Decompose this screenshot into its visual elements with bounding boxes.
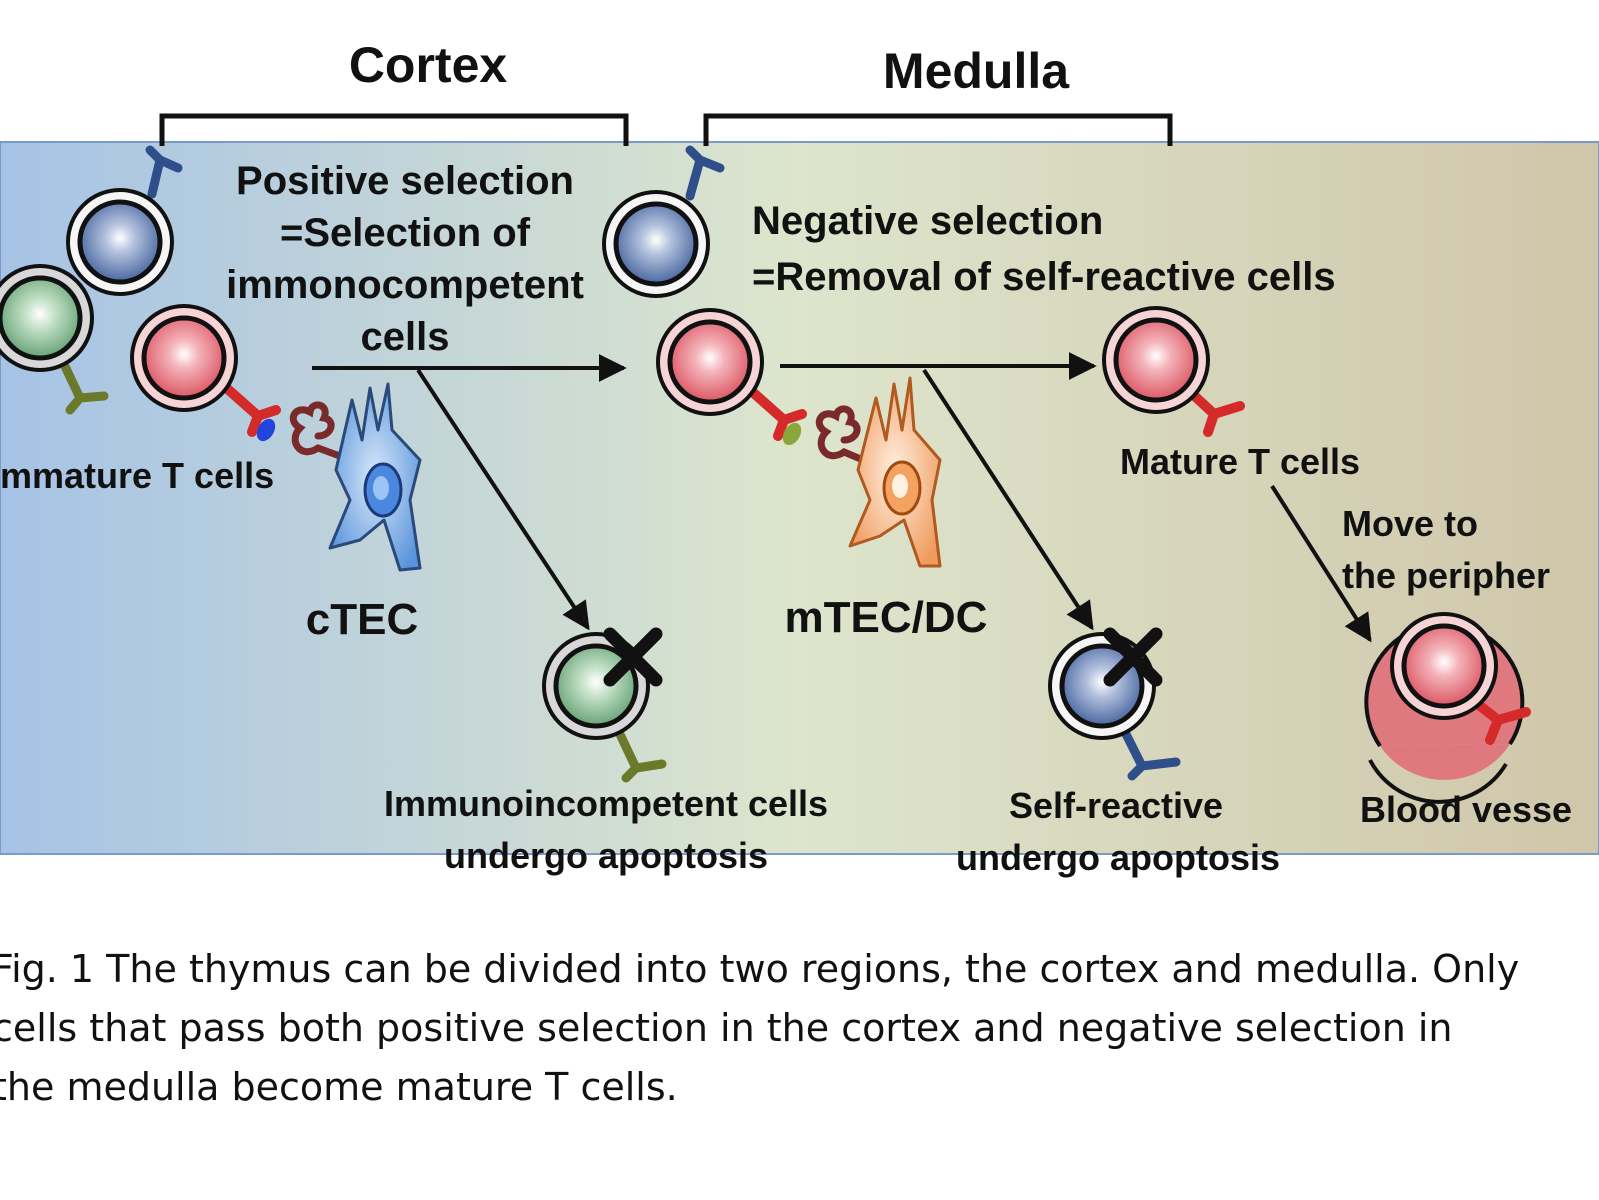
positive-selection-line2: =Selection of [280,211,531,255]
immature-green-t-cell [0,264,109,415]
mature-t-cells-label: Mature T cells [1120,441,1360,482]
cortex-bracket [159,113,629,146]
medulla-title: Medulla [883,43,1070,99]
self-reactive-label-line2: undergo apoptosis [956,837,1280,878]
mhc-medulla [815,405,886,472]
negative-selection-line2: =Removal of self-reactive cells [752,255,1336,299]
negative-selection-line1: Negative selection [752,199,1103,243]
arrow-medulla-apoptosis [922,368,1094,631]
positive-selection-line3: immonocompetent [226,263,584,307]
positive-selection-line1: Positive selection [236,159,574,203]
immunoincompetent-label-line2: undergo apoptosis [444,835,768,876]
blood-vessel [1364,612,1531,804]
mature-t-cell [1102,306,1245,437]
immunoincompetent-label-line1: Immunoincompetent cells [384,783,828,824]
blue-t-cell-boundary [602,145,725,298]
medulla-bracket [703,113,1173,146]
cortex-title: Cortex [349,37,508,93]
self-reactive-label-line1: Self-reactive [1009,785,1223,826]
apoptotic-blue-cell [1048,627,1181,781]
immature-blue-t-cell [66,145,183,296]
move-to-label-line1: Move to [1342,503,1478,544]
ctec-cell [328,382,422,572]
move-to-label-line2: the peripher [1342,555,1550,596]
red-t-cell-medulla [656,308,807,446]
positive-selection-line4: cells [361,315,450,359]
arrow-cortex-apoptosis [416,368,590,631]
thymus-background [0,141,1599,855]
red-t-cell-cortex [130,304,281,442]
blood-vessel-label: Blood vesse [1360,789,1572,830]
mtec-dc-cell [848,376,942,568]
mtec-dc-label: mTEC/DC [785,593,988,642]
ctec-label: cTEC [306,595,418,644]
mhc-cortex [289,401,360,466]
figure-caption: Fig. 1 The thymus can be divided into tw… [0,947,1520,1109]
apoptotic-green-cell [542,627,667,783]
arrow-to-blood-vessel [1270,484,1372,643]
immature-t-cells-label: mmature T cells [0,455,274,496]
